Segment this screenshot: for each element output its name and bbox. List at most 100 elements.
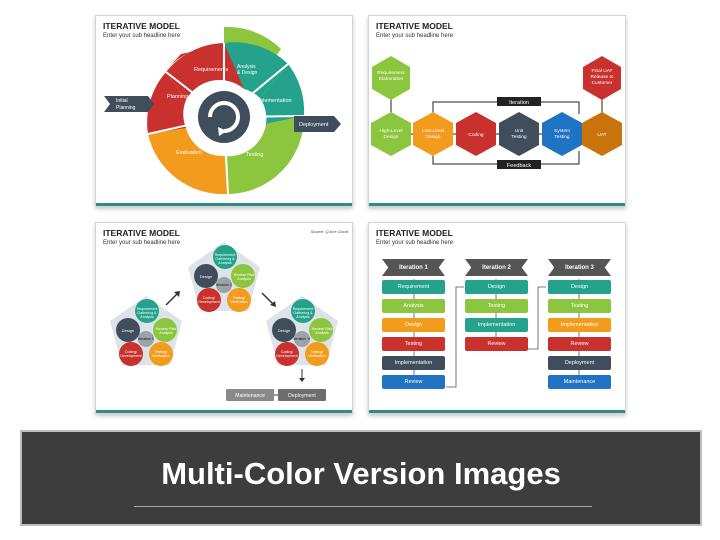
- slide-subtitle: Enter your sub headline here: [376, 33, 454, 39]
- iteration-label-box: [497, 97, 541, 106]
- initial-planning-label-1: Initial: [116, 98, 128, 104]
- label-evaluation: Evaluation: [176, 150, 202, 156]
- step-requirement: Requirement: [382, 280, 445, 294]
- step-implementation: Implementation: [382, 356, 445, 370]
- pentagon-iteration-2: Requirement Gathering & Analysis Design …: [188, 242, 260, 312]
- svg-text:Verification: Verification: [308, 354, 326, 358]
- hex-high-level-design: High-Level Design: [371, 112, 411, 156]
- slide-title: ITERATIVE MODEL: [103, 228, 180, 238]
- label-analysis-1: Analysis: [237, 64, 256, 70]
- svg-text:Design: Design: [384, 134, 399, 140]
- svg-text:Design: Design: [200, 274, 212, 279]
- center-cycle-icon: [198, 91, 250, 143]
- svg-text:Elaboration: Elaboration: [379, 76, 404, 82]
- svg-text:Unit: Unit: [515, 128, 524, 134]
- label-implementation: Implementation: [254, 98, 292, 104]
- svg-text:Requirement: Requirement: [137, 307, 158, 311]
- svg-text:Review/ Risk: Review/ Risk: [234, 273, 255, 277]
- svg-text:Review/ Risk: Review/ Risk: [156, 327, 177, 331]
- svg-text:Requirement: Requirement: [215, 253, 236, 257]
- svg-text:Analysis: Analysis: [140, 315, 154, 319]
- svg-text:Testing/: Testing/: [233, 296, 245, 300]
- svg-text:Iteration 1: Iteration 1: [138, 337, 154, 341]
- hex-final-uat: [583, 56, 621, 100]
- step-review: Review: [465, 337, 528, 351]
- svg-text:High-Level: High-Level: [380, 128, 403, 134]
- segment-planning: [147, 72, 186, 134]
- svg-text:Coding/: Coding/: [125, 350, 137, 354]
- iteration-1-header: Iteration 1: [382, 259, 445, 276]
- slide-title: ITERATIVE MODEL: [376, 21, 453, 31]
- segment-analysis-design: [224, 42, 288, 98]
- slide-subtitle: Enter your sub headline here: [103, 240, 181, 246]
- step-maintenance: Maintenance: [548, 375, 611, 389]
- thumbnail-pentagon-iterations[interactable]: ITERATIVE MODEL Enter your sub headline …: [95, 222, 353, 414]
- label-requirements: Requirements: [194, 67, 228, 73]
- step-testing: Testing: [382, 337, 445, 351]
- step-testing: Testing: [548, 299, 611, 313]
- hex-uat: UAT: [582, 112, 622, 156]
- version-banner: Multi-Color Version Images: [20, 430, 702, 526]
- step-implementation: Implementation: [548, 318, 611, 332]
- svg-text:Requirement: Requirement: [377, 70, 405, 76]
- thumbnail-circular-model[interactable]: ITERATIVE MODEL Enter your sub headline …: [95, 15, 353, 207]
- svg-text:Gathering &: Gathering &: [137, 311, 157, 315]
- banner-divider: [134, 506, 592, 507]
- hex-requirement-elaboration: [372, 56, 410, 100]
- step-deployment: Deployment: [548, 356, 611, 370]
- svg-text:Review/ Risk: Review/ Risk: [312, 327, 333, 331]
- step-review: Review: [382, 375, 445, 389]
- svg-text:Low-Level: Low-Level: [422, 128, 444, 134]
- segment-evaluation: [148, 128, 228, 195]
- deployment-box: [278, 389, 326, 401]
- slide-subtitle: Enter your sub headline here: [376, 240, 454, 246]
- maintenance-label: Maintenance: [235, 393, 265, 399]
- thumbnail-hexagon-flow[interactable]: ITERATIVE MODEL Enter your sub headline …: [368, 15, 626, 207]
- svg-text:Development: Development: [276, 354, 297, 358]
- circular-diagram: Initial Planning Deployment Requirements…: [104, 26, 341, 195]
- banner-title: Multi-Color Version Images: [161, 456, 561, 491]
- label-analysis-2: & Design: [237, 70, 258, 76]
- svg-text:Coding/: Coding/: [203, 296, 215, 300]
- iteration-3-header: Iteration 3: [548, 259, 611, 276]
- svg-text:Development: Development: [198, 300, 219, 304]
- label-testing: Testing: [246, 152, 263, 158]
- deployment-arrow: [294, 116, 341, 132]
- step-analysis: Analysis: [382, 299, 445, 313]
- deployment-label: Deployment: [288, 393, 316, 399]
- svg-text:Requirement: Requirement: [293, 307, 314, 311]
- source-note: Source: Q Ace Cloud: [311, 229, 349, 234]
- segment-implementation: [260, 64, 305, 124]
- pentagon-iteration-n: Requirement Gathering & Analysis Design …: [266, 296, 338, 366]
- svg-text:Coding/: Coding/: [281, 350, 293, 354]
- iteration-2-header: Iteration 2: [465, 259, 528, 276]
- feedback-label-box: [497, 160, 541, 169]
- iteration-label: Iteration: [509, 100, 529, 106]
- initial-planning-arrow: [104, 96, 154, 112]
- maintenance-box: [226, 389, 274, 401]
- slide-title: ITERATIVE MODEL: [103, 21, 180, 31]
- step-testing: Testing: [465, 299, 528, 313]
- step-review: Review: [548, 337, 611, 351]
- step-design: Design: [548, 280, 611, 294]
- step-design: Design: [465, 280, 528, 294]
- svg-text:Development: Development: [120, 354, 141, 358]
- feedback-label: Feedback: [507, 163, 531, 169]
- svg-text:Gathering &: Gathering &: [215, 257, 235, 261]
- svg-text:Verification: Verification: [152, 354, 170, 358]
- slide-title: ITERATIVE MODEL: [376, 228, 453, 238]
- svg-text:Analysis: Analysis: [296, 315, 310, 319]
- svg-text:Coding: Coding: [468, 132, 484, 138]
- svg-text:Iteration 2: Iteration 2: [216, 283, 232, 287]
- svg-text:UAT: UAT: [597, 132, 606, 138]
- pentagon-iteration-1: Requirement Gathering & Analysis Design …: [110, 296, 182, 366]
- svg-text:Iteration 'n': Iteration 'n': [294, 337, 311, 341]
- svg-text:Customer: Customer: [592, 80, 613, 86]
- hexagon-diagram: Iteration Feedback Requirement Elaborati…: [371, 56, 622, 169]
- thumbnail-iteration-columns[interactable]: ITERATIVE MODEL Enter your sub headline …: [368, 222, 626, 414]
- svg-text:System: System: [554, 128, 570, 134]
- svg-text:Testing/: Testing/: [155, 350, 167, 354]
- hex-system-testing: System Testing: [542, 112, 582, 156]
- step-implementation: Implementation: [465, 318, 528, 332]
- initial-planning-label-2: Planning: [116, 105, 136, 111]
